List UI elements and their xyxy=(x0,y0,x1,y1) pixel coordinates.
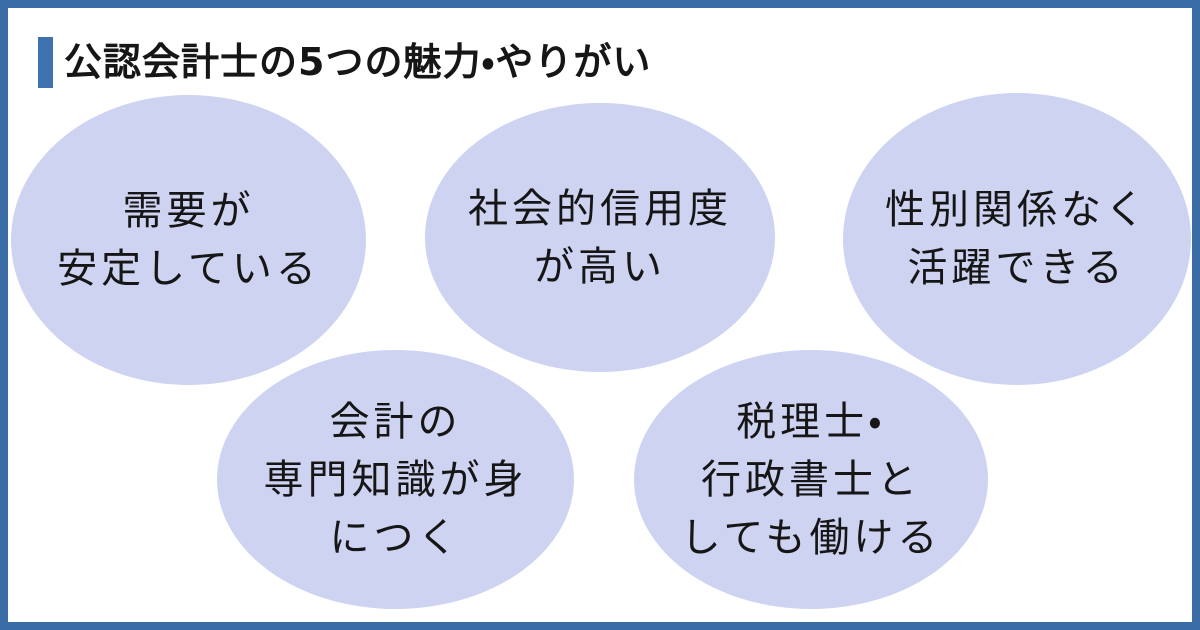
bubble-text-line: が高い xyxy=(534,243,666,290)
header: 公認会計士の5つの魅力・やりがい xyxy=(38,36,651,89)
bubble-text-line: 安定している xyxy=(57,246,320,292)
benefit-bubble-accounting-expertise: 会計の 専門知識が身 につく xyxy=(217,350,574,609)
bubble-text-line: 需要が xyxy=(122,188,255,234)
bubble-text-line: 専門知識が身 xyxy=(263,456,528,503)
bubble-text-line: につく xyxy=(329,514,462,561)
page-title: 公認会計士の5つの魅力・やりがい xyxy=(64,40,652,84)
benefit-bubble-social-credibility: 社会的信用度 が高い xyxy=(425,103,775,372)
benefit-bubble-gender-equality: 性別関係なく 活躍できる xyxy=(843,93,1191,385)
bubble-text-line: 行政書士と xyxy=(701,456,921,503)
bubble-text-line: 税理士・ xyxy=(736,398,886,445)
title-accent-bar-icon xyxy=(38,37,53,88)
bubble-text-line: 活躍できる xyxy=(907,245,1127,291)
bubble-text-line: 社会的信用度 xyxy=(468,185,732,232)
benefit-bubble-stable-demand: 需要が 安定している xyxy=(11,95,366,385)
bubble-text-line: 性別関係なく xyxy=(885,187,1149,233)
bubble-text-line: 会計の xyxy=(329,398,462,445)
benefit-bubble-other-professions: 税理士・ 行政書士と しても働ける xyxy=(634,350,988,609)
bubble-text-line: しても働ける xyxy=(680,514,942,561)
